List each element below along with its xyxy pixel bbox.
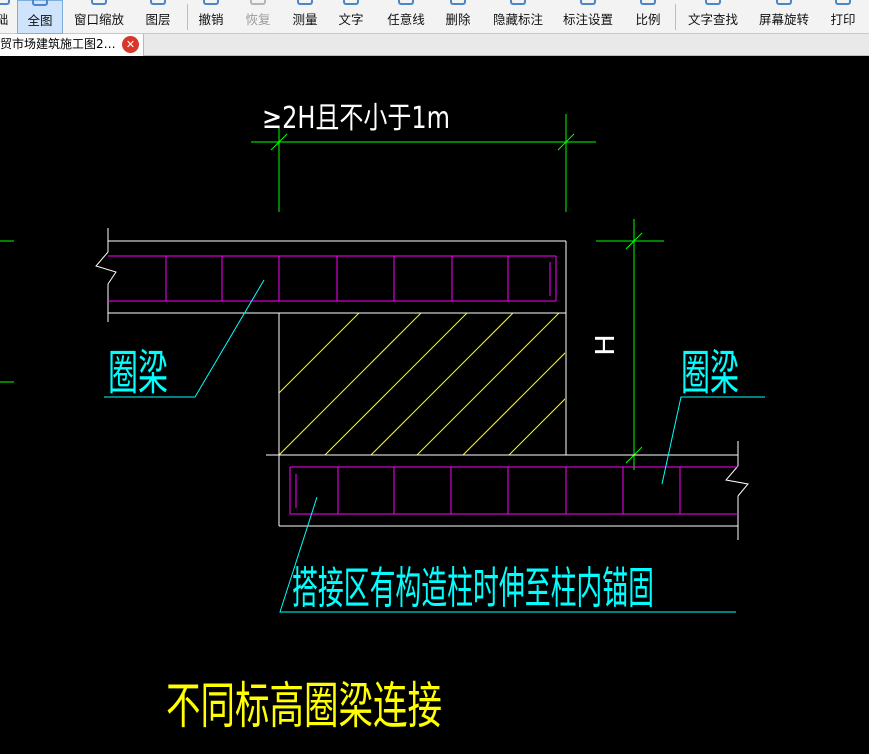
- drawing-title: 不同标高圈梁连接: [166, 677, 442, 735]
- lower-beam-rebar: [289, 466, 738, 515]
- close-icon[interactable]: ✕: [122, 36, 139, 53]
- toolbar-button-cut[interactable]: 础: [0, 0, 12, 34]
- text-search-icon: [705, 0, 721, 5]
- height-label: H: [591, 334, 621, 356]
- window-zoom-icon: [91, 0, 107, 5]
- annotation-settings-icon: [580, 0, 596, 5]
- toolbar-button-text[interactable]: 文字: [331, 0, 371, 34]
- toolbar: 础 全图 窗口缩放 图层 撤销 恢复 测量 文字 任意线 删除 隐藏标注 标注设…: [0, 0, 869, 34]
- lower-beam-outline: [266, 441, 749, 540]
- document-tab-title: 农贸市场建筑施工图2…: [0, 37, 116, 51]
- dimension-text: ≥2H且不小于1m: [262, 101, 450, 136]
- toolbar-button-redo[interactable]: 恢复: [238, 0, 278, 34]
- document-tab-bar: 农贸市场建筑施工图2… ✕: [0, 34, 869, 56]
- delete-icon: [450, 0, 466, 5]
- height-dimension: [596, 219, 664, 470]
- edge-dimension-fragment: [0, 240, 14, 383]
- toolbar-button-measure[interactable]: 测量: [285, 0, 325, 34]
- text-icon: [343, 0, 359, 5]
- toolbar-separator: [675, 4, 676, 30]
- document-tab[interactable]: 农贸市场建筑施工图2… ✕: [0, 34, 144, 56]
- redo-icon: [250, 0, 266, 5]
- cut-icon: [0, 0, 10, 5]
- rebar-note: 搭接区有构造柱时伸至柱内锚固: [292, 563, 654, 614]
- label-beam-right: 圈梁: [681, 345, 739, 401]
- toolbar-button-delete[interactable]: 删除: [438, 0, 478, 34]
- toolbar-button-layers[interactable]: 图层: [137, 0, 179, 34]
- leader-lines: [104, 279, 765, 613]
- toolbar-button-full-view[interactable]: 全图: [17, 0, 63, 34]
- toolbar-button-text-search[interactable]: 文字查找: [682, 0, 744, 34]
- freeline-icon: [398, 0, 414, 5]
- top-dimension: [251, 114, 596, 212]
- cad-drawing: ≥2H且不小于1m H: [0, 101, 765, 735]
- toolbar-button-freeline[interactable]: 任意线: [382, 0, 430, 34]
- hide-annotation-icon: [510, 0, 526, 5]
- full-view-icon: [32, 0, 48, 6]
- print-icon: [835, 0, 851, 5]
- toolbar-button-hide-annotation[interactable]: 隐藏标注: [488, 0, 548, 34]
- toolbar-button-rotate-screen[interactable]: 屏幕旋转: [753, 0, 815, 34]
- measure-icon: [297, 0, 313, 5]
- scale-icon: [640, 0, 656, 5]
- toolbar-button-print[interactable]: 打印: [823, 0, 863, 34]
- toolbar-button-undo[interactable]: 撤销: [191, 0, 231, 34]
- toolbar-button-scale[interactable]: 比例: [628, 0, 668, 34]
- upper-beam-rebar: [108, 255, 557, 302]
- rotate-screen-icon: [776, 0, 792, 5]
- toolbar-separator: [187, 4, 188, 30]
- drawing-canvas[interactable]: ≥2H且不小于1m H: [0, 56, 869, 754]
- layers-icon: [150, 0, 166, 5]
- toolbar-button-annotation-settings[interactable]: 标注设置: [558, 0, 618, 34]
- label-beam-left: 圈梁: [108, 345, 168, 401]
- toolbar-button-window-zoom[interactable]: 窗口缩放: [68, 0, 130, 34]
- undo-icon: [203, 0, 219, 5]
